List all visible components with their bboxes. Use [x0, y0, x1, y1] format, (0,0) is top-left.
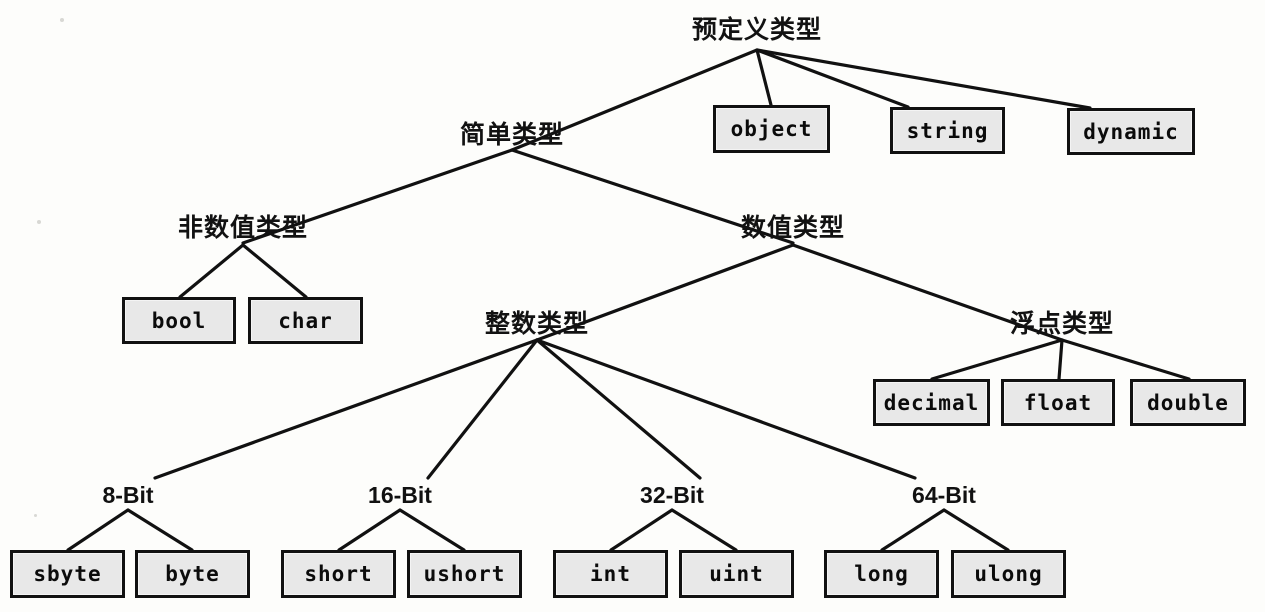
node-simple-label: 简单类型: [459, 120, 565, 149]
edge-integer-bit64: [535, 338, 917, 480]
edge-bit64-long: [880, 508, 946, 552]
node-box-ushort[interactable]: ushort: [407, 550, 522, 598]
node-box-decimal[interactable]: decimal: [873, 379, 990, 426]
node-box-double[interactable]: double: [1130, 379, 1246, 426]
edge-nonnumeric-bool: [178, 243, 245, 299]
edge-simple-numeric: [510, 148, 795, 245]
node-box-short[interactable]: short: [281, 550, 396, 598]
node-box-dynamic[interactable]: dynamic: [1067, 108, 1195, 155]
node-box-ulong[interactable]: ulong: [951, 550, 1066, 598]
scan-speck: [34, 514, 37, 517]
edge-root-string: [755, 48, 910, 109]
edge-floating-double: [1060, 338, 1191, 381]
edge-bit8-byte: [126, 508, 194, 552]
edge-bit16-ushort: [398, 508, 466, 552]
edge-bit32-uint: [670, 508, 738, 552]
edge-numeric-floating: [791, 243, 1064, 342]
edge-bit64-ulong: [942, 508, 1010, 552]
edge-integer-bit32: [535, 338, 702, 480]
edge-bit8-sbyte: [66, 508, 130, 552]
edge-bit32-int: [609, 508, 674, 552]
node-numeric-label: 数值类型: [740, 213, 846, 242]
edge-simple-nonnumeric: [241, 148, 514, 245]
node-integer-label: 整数类型: [484, 309, 590, 338]
node-box-object[interactable]: object: [713, 105, 830, 153]
node-box-int[interactable]: int: [553, 550, 668, 598]
edge-floating-decimal: [930, 338, 1064, 381]
edge-numeric-integer: [535, 243, 795, 342]
edge-integer-bit8: [153, 338, 539, 480]
node-root-label: 预定义类型: [691, 15, 823, 44]
scan-speck: [37, 220, 41, 224]
edge-root-simple: [510, 48, 759, 152]
node-box-byte[interactable]: byte: [135, 550, 250, 598]
node-box-float[interactable]: float: [1001, 379, 1115, 426]
node-floating-label: 浮点类型: [1009, 309, 1115, 338]
edge-bit16-short: [337, 508, 402, 552]
edge-floating-float: [1057, 338, 1064, 381]
node-nonnumeric-label: 非数值类型: [177, 213, 309, 242]
node-bit16-label: 16-Bit: [368, 482, 432, 508]
node-bit8-label: 8-Bit: [102, 482, 154, 508]
edge-integer-bit16: [426, 338, 539, 480]
edge-root-object: [755, 48, 773, 107]
node-bit32-label: 32-Bit: [640, 482, 704, 508]
node-bit64-label: 64-Bit: [912, 482, 976, 508]
node-box-long[interactable]: long: [824, 550, 939, 598]
node-box-string[interactable]: string: [890, 107, 1005, 154]
edge-nonnumeric-char: [241, 243, 308, 299]
node-box-char[interactable]: char: [248, 297, 363, 344]
scan-speck: [60, 18, 64, 22]
node-box-bool[interactable]: bool: [122, 297, 236, 344]
node-box-uint[interactable]: uint: [679, 550, 794, 598]
edge-root-dynamic: [755, 48, 1092, 110]
node-box-sbyte[interactable]: sbyte: [10, 550, 125, 598]
